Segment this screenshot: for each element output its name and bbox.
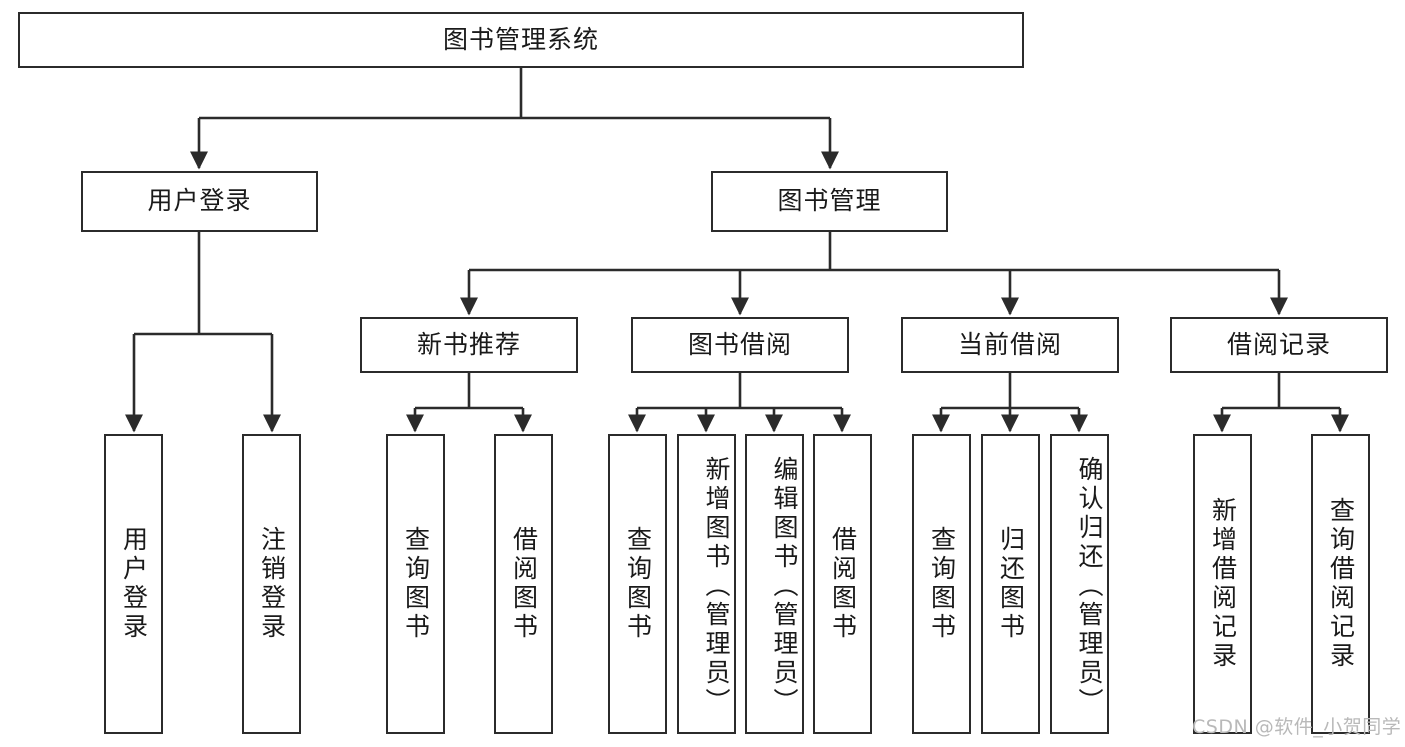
- node-current-borrowing[interactable]: 当前借阅: [901, 317, 1119, 373]
- leaf-record-add-borrow-record[interactable]: 新增借阅记录: [1193, 434, 1252, 734]
- node-label: 归还图书: [996, 526, 1026, 642]
- node-label: 借阅记录: [1226, 329, 1331, 359]
- node-label: 图书管理系统: [442, 24, 599, 54]
- node-label: 新书推荐: [416, 329, 521, 359]
- leaf-current-return-books[interactable]: 归还图书: [981, 434, 1040, 734]
- node-root-book-management-system[interactable]: 图书管理系统: [18, 12, 1024, 68]
- node-label: 用户登录: [119, 526, 149, 642]
- node-label: 查询借阅记录: [1326, 497, 1356, 671]
- node-label: 查询图书: [623, 526, 653, 642]
- leaf-recommend-borrow-books[interactable]: 借阅图书: [494, 434, 553, 734]
- node-book-management[interactable]: 图书管理: [711, 171, 948, 232]
- leaf-borrow-query-books[interactable]: 查询图书: [608, 434, 667, 734]
- node-label: 用户登录: [147, 186, 252, 216]
- node-label: 图书管理: [777, 186, 882, 216]
- node-borrowing-record[interactable]: 借阅记录: [1170, 317, 1388, 373]
- node-user-login[interactable]: 用户登录: [81, 171, 318, 232]
- node-book-borrowing[interactable]: 图书借阅: [631, 317, 849, 373]
- leaf-record-query-borrow-record[interactable]: 查询借阅记录: [1311, 434, 1370, 734]
- node-label: 编辑图书（管理员）: [770, 455, 799, 717]
- node-label: 新增借阅记录: [1208, 497, 1238, 671]
- leaf-borrow-lend-books[interactable]: 借阅图书: [813, 434, 872, 734]
- leaf-logout[interactable]: 注销登录: [242, 434, 301, 734]
- leaf-current-confirm-return-admin[interactable]: 确认归还（管理员）: [1050, 434, 1109, 734]
- node-label: 图书借阅: [687, 329, 792, 359]
- node-new-book-recommendation[interactable]: 新书推荐: [360, 317, 578, 373]
- node-label: 确认归还（管理员）: [1075, 455, 1104, 717]
- node-label: 查询图书: [401, 526, 431, 642]
- node-label: 新增图书（管理员）: [702, 455, 731, 717]
- node-label: 当前借阅: [957, 329, 1062, 359]
- node-label: 查询图书: [927, 526, 957, 642]
- leaf-borrow-add-book-admin[interactable]: 新增图书（管理员）: [677, 434, 736, 734]
- node-label: 借阅图书: [509, 526, 539, 642]
- csdn-watermark: CSDN @软件_小贺同学: [1192, 716, 1402, 738]
- leaf-borrow-edit-book-admin[interactable]: 编辑图书（管理员）: [745, 434, 804, 734]
- leaf-user-login[interactable]: 用户登录: [104, 434, 163, 734]
- node-label: 借阅图书: [828, 526, 858, 642]
- leaf-recommend-query-books[interactable]: 查询图书: [386, 434, 445, 734]
- leaf-current-query-books[interactable]: 查询图书: [912, 434, 971, 734]
- node-label: 注销登录: [257, 526, 287, 642]
